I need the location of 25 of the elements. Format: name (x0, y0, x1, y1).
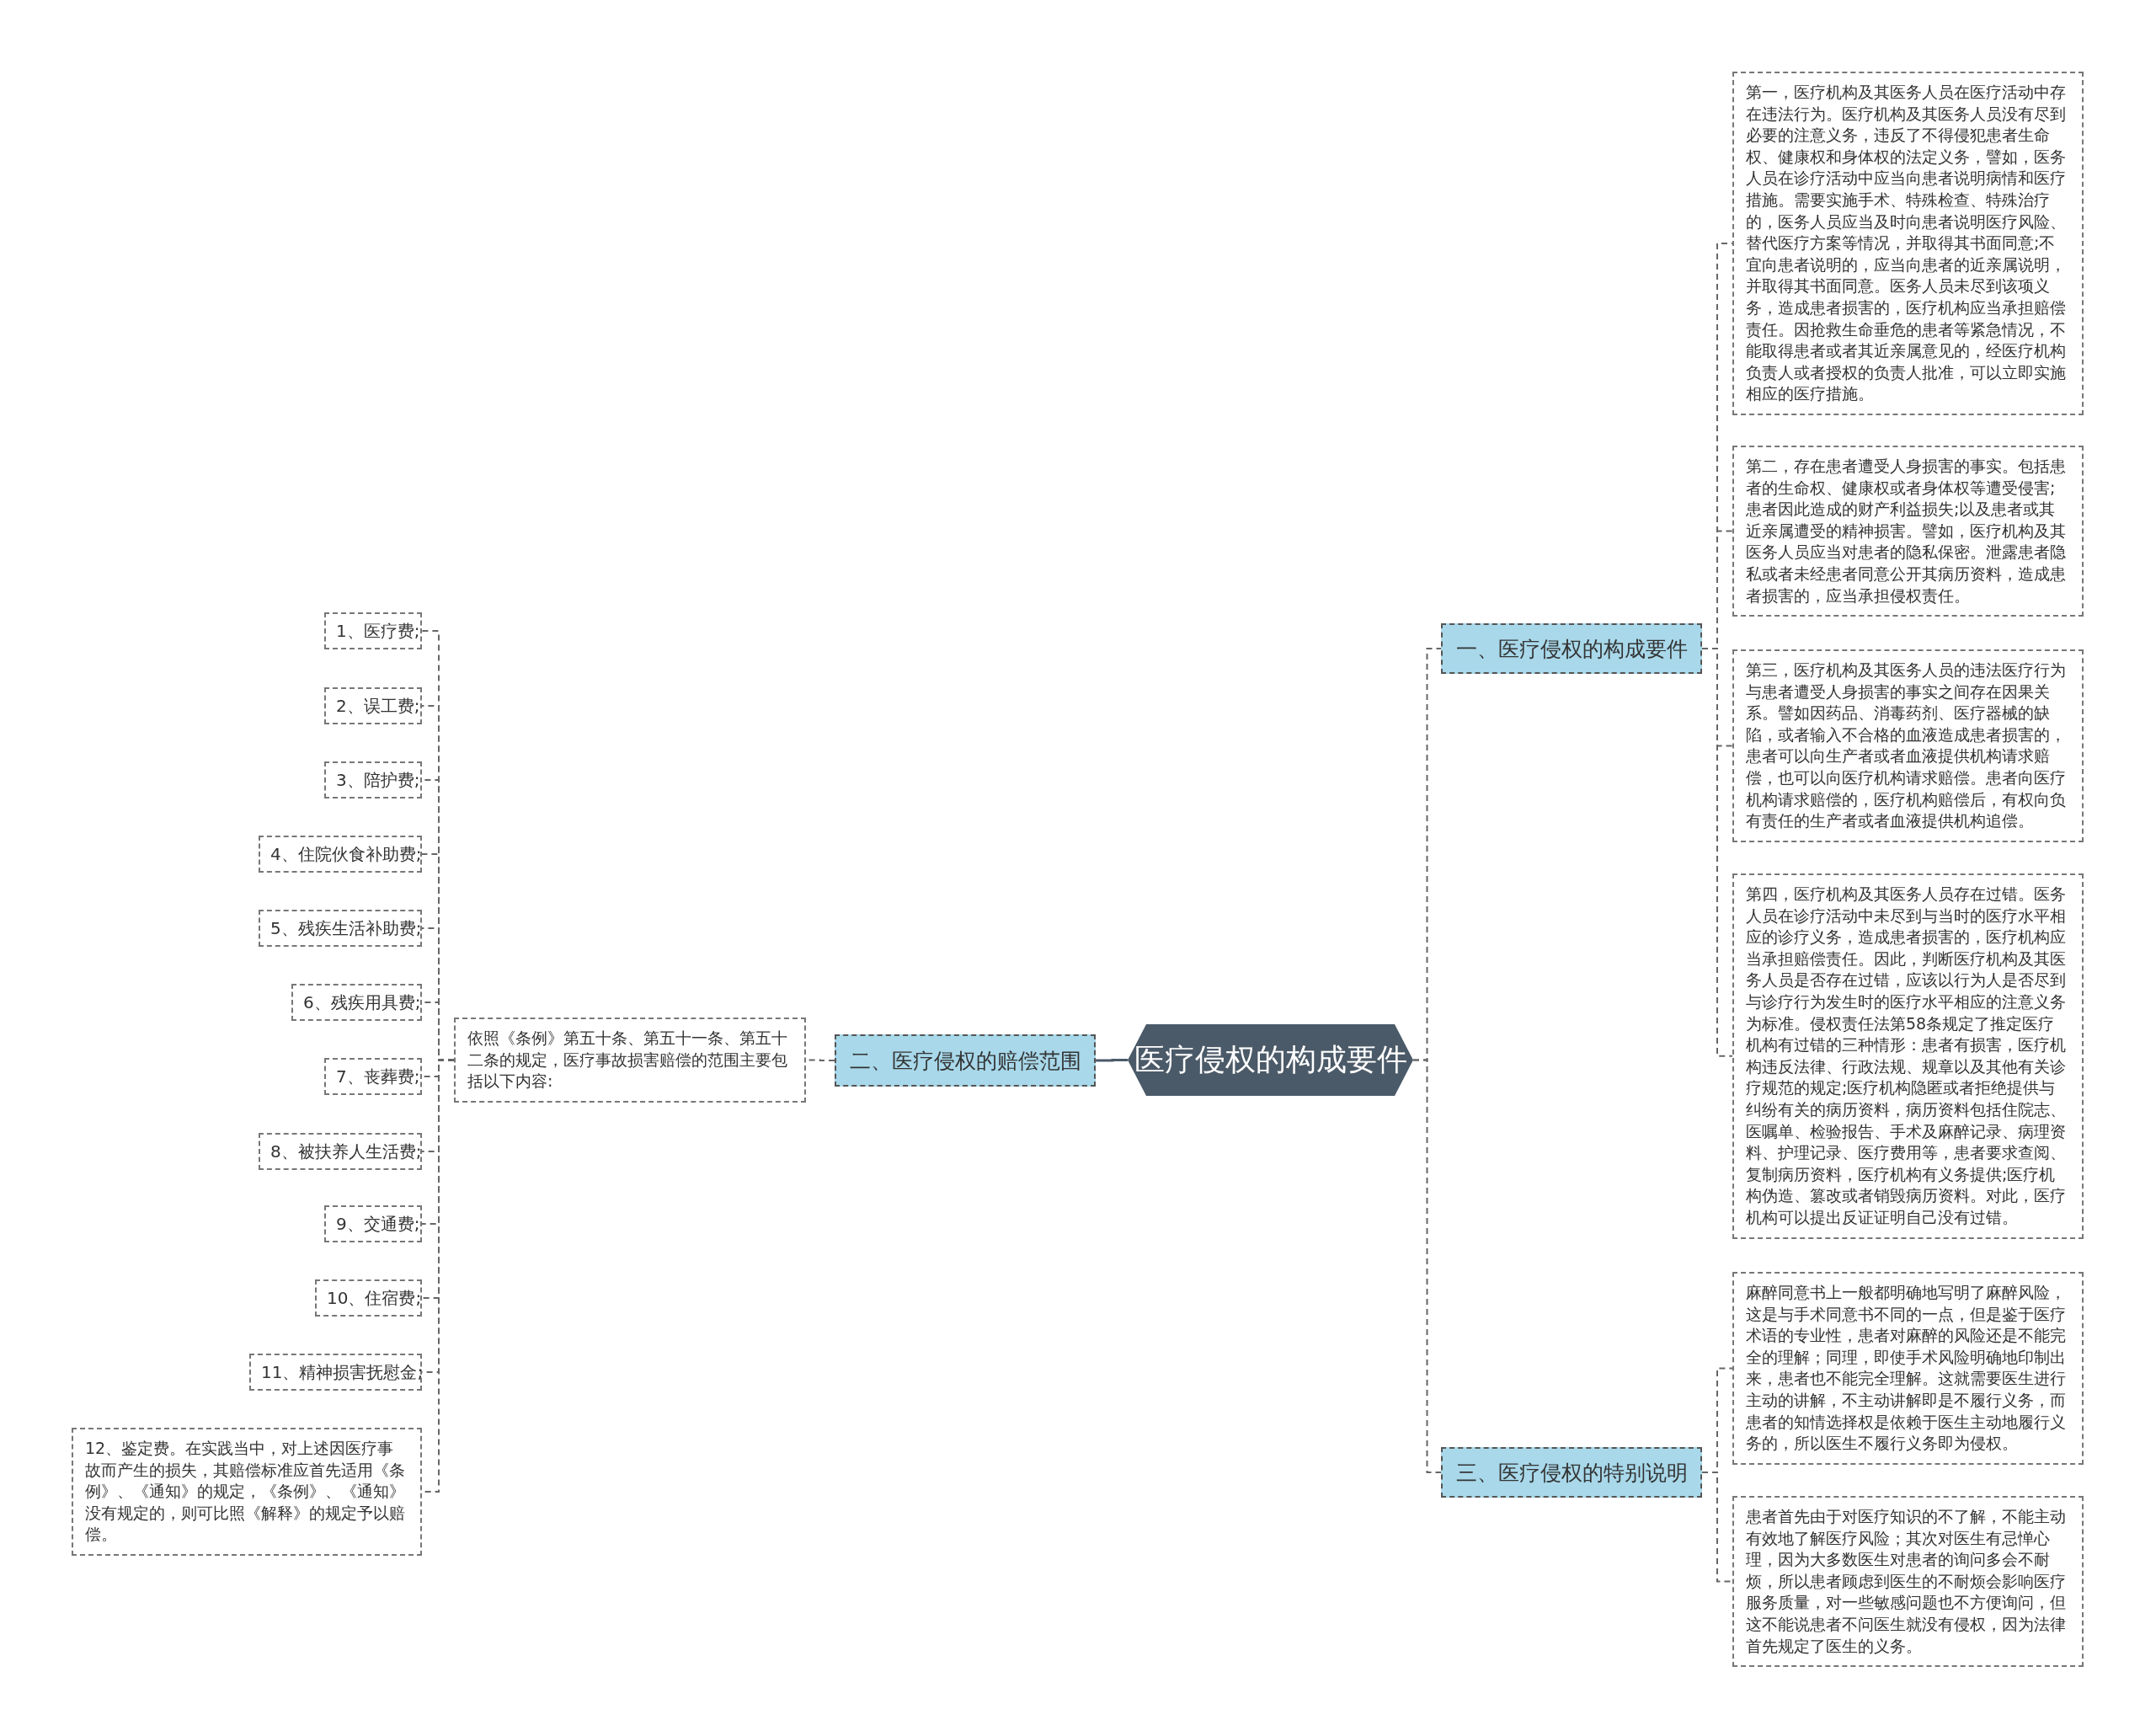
central-topic-box: 医疗侵权的构成要件 (1128, 1024, 1413, 1096)
list-item-box: 3、陪护费; (324, 761, 422, 799)
connector-line (1096, 1059, 1128, 1062)
list-item-box: 10、住宿费; (315, 1279, 422, 1317)
list-item-box: 1、医疗费; (324, 612, 422, 649)
list-item-box: 2、误工费; (324, 687, 422, 724)
text-box: 第四，医疗机构及其医务人员存在过错。医务人员在诊疗活动中未尽到与当时的医疗水平相应的诊疗义务，造成患者损害的，医疗机构应当承担赔偿责任。因此，判断医疗机构及其医务人员是否存在过错，应该以行为人是否尽到与诊疗行为发生时的医疗水平相应的注意义务为标准。侵权责任法第58条规定了推定医疗机构有过错的三种情形：患者有损害，医疗机构违反法律、行政法规、规章以及其他有关诊疗规范的规定;医疗机构隐匿或者拒绝提供与纠纷有关的病历资料，病历资料包括住院志、医嘱单、检验报告、手术及麻醉记录、病理资料、护理记录、医疗费用等，患者要求查阅、复制病历资料，医疗机构有义务提供;医疗机构伪造、篡改或者销毁病历资料。对此，医疗机构可以提出反证证明自己没有过错。 (1732, 873, 2084, 1239)
text-box: 第三，医疗机构及其医务人员的违法医疗行为与患者遭受人身损害的事实之间存在因果关系。譬如因药品、消毒药剂、医疗器械的缺陷，或者输入不合格的血液造成患者损害的，患者可以向生产者或者血液提供机构请求赔偿，也可以向医疗机构请求赔偿。患者向医疗机构请求赔偿的，医疗机构赔偿后，有权向负有责任的生产者或者血液提供机构追偿。 (1732, 649, 2084, 842)
list-item-box: 7、丧葬费; (324, 1058, 422, 1095)
topic-box: 二、医疗侵权的赔偿范围 (835, 1034, 1096, 1087)
text-box: 依照《条例》第五十条、第五十一条、第五十二条的规定，医疗事故损害赔偿的范围主要包括以下内容: (454, 1018, 806, 1103)
list-item-box: 5、残疾生活补助费; (259, 910, 422, 947)
text-box: 麻醉同意书上一般都明确地写明了麻醉风险，这是与手术同意书不同的一点，但是鉴于医疗术语的专业性，患者对麻醉的风险还是不能完全的理解；同理，即使手术风险明确地印制出来，患者也不能完全理解。这就需要医生进行主动的讲解，不主动讲解即是不履行义务，而患者的知情选择权是依赖于医生主动地履行义务的，所以医生不履行义务即为侵权。 (1732, 1272, 2084, 1465)
text-box: 第一，医疗机构及其医务人员在医疗活动中存在违法行为。医疗机构及其医务人员没有尽到必要的注意义务，违反了不得侵犯患者生命权、健康权和身体权的法定义务，譬如，医务人员在诊疗活动中应当向患者说明病情和医疗措施。需要实施手术、特殊检查、特殊治疗的，医务人员应当及时向患者说明医疗风险、替代医疗方案等情况，并取得其书面同意;不宜向患者说明的，应当向患者的近亲属说明，并取得其书面同意。医务人员未尽到该项义务，造成患者损害的，医疗机构应当承担赔偿责任。因抢救生命垂危的患者等紧急情况，不能取得患者或者其近亲属意见的，经医疗机构负责人或者授权的负责人批准，可以立即实施相应的医疗措施。 (1732, 72, 2084, 415)
list-item-box: 6、残疾用具费; (291, 984, 422, 1021)
text-box: 第二，存在患者遭受人身损害的事实。包括患者的生命权、健康权或者身体权等遭受侵害;患者因此造成的财产利益损失;以及患者或其近亲属遭受的精神损害。譬如，医疗机构及其医务人员应当对患者的隐私保密。泄露患者隐私或者未经患者同意公开其病历资料，造成患者损害的，应当承担侵权责任。 (1732, 446, 2084, 617)
list-item-box: 8、被扶养人生活费; (259, 1133, 422, 1170)
connector-line (1412, 1059, 1442, 1473)
text-box: 12、鉴定费。在实践当中，对上述因医疗事故而产生的损失，其赔偿标准应首先适用《条例》、《通知》的规定，《条例》、《通知》没有规定的，则可比照《解释》的规定予以赔偿。 (72, 1428, 422, 1556)
list-item-box: 9、交通费; (324, 1205, 422, 1242)
topic-box: 三、医疗侵权的特别说明 (1441, 1447, 1702, 1498)
topic-box: 一、医疗侵权的构成要件 (1441, 623, 1702, 674)
text-box: 患者首先由于对医疗知识的不了解，不能主动有效地了解医疗风险；其次对医生有忌惮心理，因为大多数医生对患者的询问多会不耐烦，所以患者顾虑到医生的不耐烦会影响医疗服务质量，对一些敏感问题也不方便询问，但这不能说患者不问医生就没有侵权，因为法律首先规定了医生的义务。 (1732, 1496, 2084, 1668)
list-item-box: 4、住院伙食补助费; (259, 836, 422, 873)
list-item-box: 11、精神损害抚慰金; (249, 1354, 422, 1391)
